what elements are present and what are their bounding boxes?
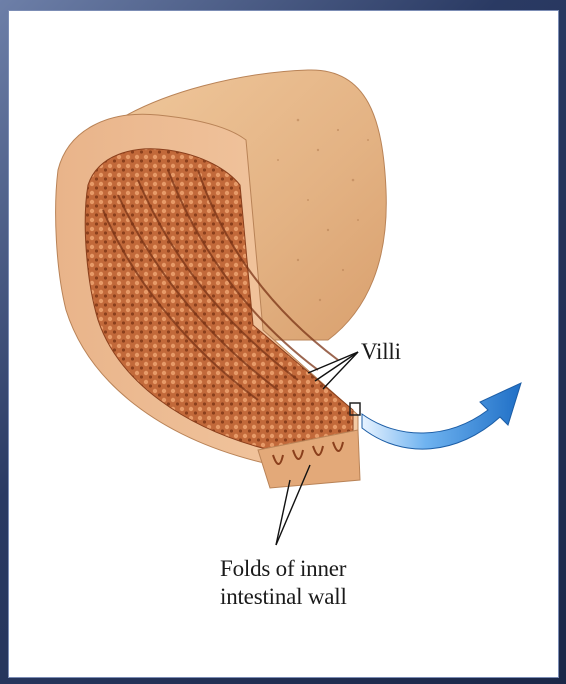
villi-label: Villi — [361, 338, 401, 366]
folds-label-line2: intestinal wall — [220, 583, 347, 611]
diagram-panel: Villi Folds of inner intestinal wall — [8, 10, 559, 678]
folds-label-line1: Folds of inner — [220, 555, 347, 583]
arrow-icon — [362, 383, 521, 449]
folds-label: Folds of inner intestinal wall — [220, 555, 347, 611]
